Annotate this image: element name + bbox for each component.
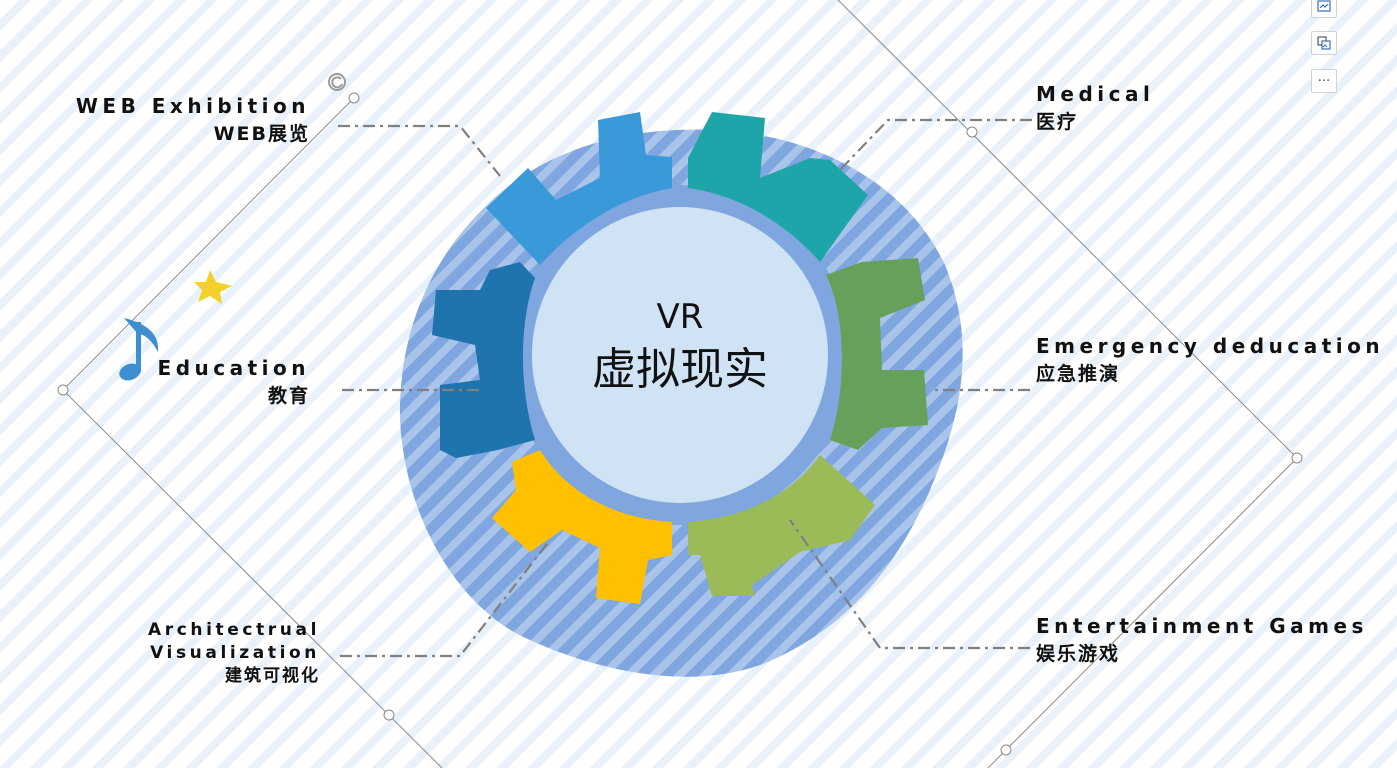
label-web-exhibition[interactable]: WEB Exhibition WEB展览 (70, 96, 310, 144)
label-games-en: Entertainment Games (1036, 614, 1368, 638)
label-education-zh: 教育 (267, 385, 310, 407)
gear-segment-architecture[interactable] (492, 450, 672, 604)
star-icon (194, 270, 232, 304)
rotate-handle-icon[interactable] (328, 73, 346, 91)
label-architecture[interactable]: Architectrual Visualization 建筑可视化 (118, 622, 320, 685)
connector-games (789, 519, 1030, 650)
resize-handle (383, 709, 395, 721)
center-title-vr: VR (656, 297, 704, 337)
label-architecture-en2: Visualization (150, 643, 320, 663)
label-emergency-zh: 应急推演 (1036, 363, 1121, 385)
label-games-zh: 娱乐游戏 (1036, 643, 1121, 665)
label-web-zh: WEB展览 (213, 123, 310, 145)
label-medical-zh: 医疗 (1036, 111, 1079, 133)
gear-segment-medical[interactable] (688, 112, 868, 262)
label-emergency-en: Emergency deducation (1036, 334, 1385, 358)
label-medical-en: Medical (1036, 82, 1155, 106)
layout-options-icon (1317, 0, 1331, 12)
gear-segment-web[interactable] (486, 112, 672, 265)
label-architecture-en1: Architectrual (148, 620, 320, 640)
label-education-en: Education (157, 356, 310, 380)
resize-handle (966, 126, 978, 138)
label-medical[interactable]: Medical 医疗 (1036, 84, 1154, 132)
music-note-icon (119, 318, 159, 381)
gear-segment-education[interactable] (432, 262, 535, 458)
resize-handle (1000, 744, 1012, 756)
label-games[interactable]: Entertainment Games 娱乐游戏 (1036, 616, 1368, 664)
connector-medical (839, 118, 1032, 171)
layout-options-button[interactable] (1311, 0, 1337, 18)
resize-handle (57, 384, 69, 396)
resize-handle (1291, 452, 1303, 464)
label-web-en: WEB Exhibition (75, 94, 310, 118)
connector-architecture (340, 539, 551, 658)
label-emergency[interactable]: Emergency deducation 应急推演 (1036, 336, 1384, 384)
selection-frame[interactable] (57, 0, 1303, 768)
center-circle (532, 207, 828, 503)
label-education[interactable]: Education 教育 (130, 358, 310, 406)
gear-segment-games[interactable] (688, 455, 875, 596)
connector-web (338, 124, 501, 177)
picture-format-button[interactable] (1311, 31, 1337, 55)
more-options-icon: ··· (1317, 73, 1331, 89)
resize-handle (348, 92, 360, 104)
label-architecture-zh: 建筑可视化 (225, 666, 320, 686)
gear-segment-emergency[interactable] (826, 258, 928, 450)
more-options-button[interactable]: ··· (1311, 69, 1337, 93)
center-title-cn: 虚拟现实 (592, 344, 768, 395)
picture-format-icon (1317, 36, 1331, 50)
center-title[interactable]: VR 虚拟现实 (540, 300, 820, 392)
